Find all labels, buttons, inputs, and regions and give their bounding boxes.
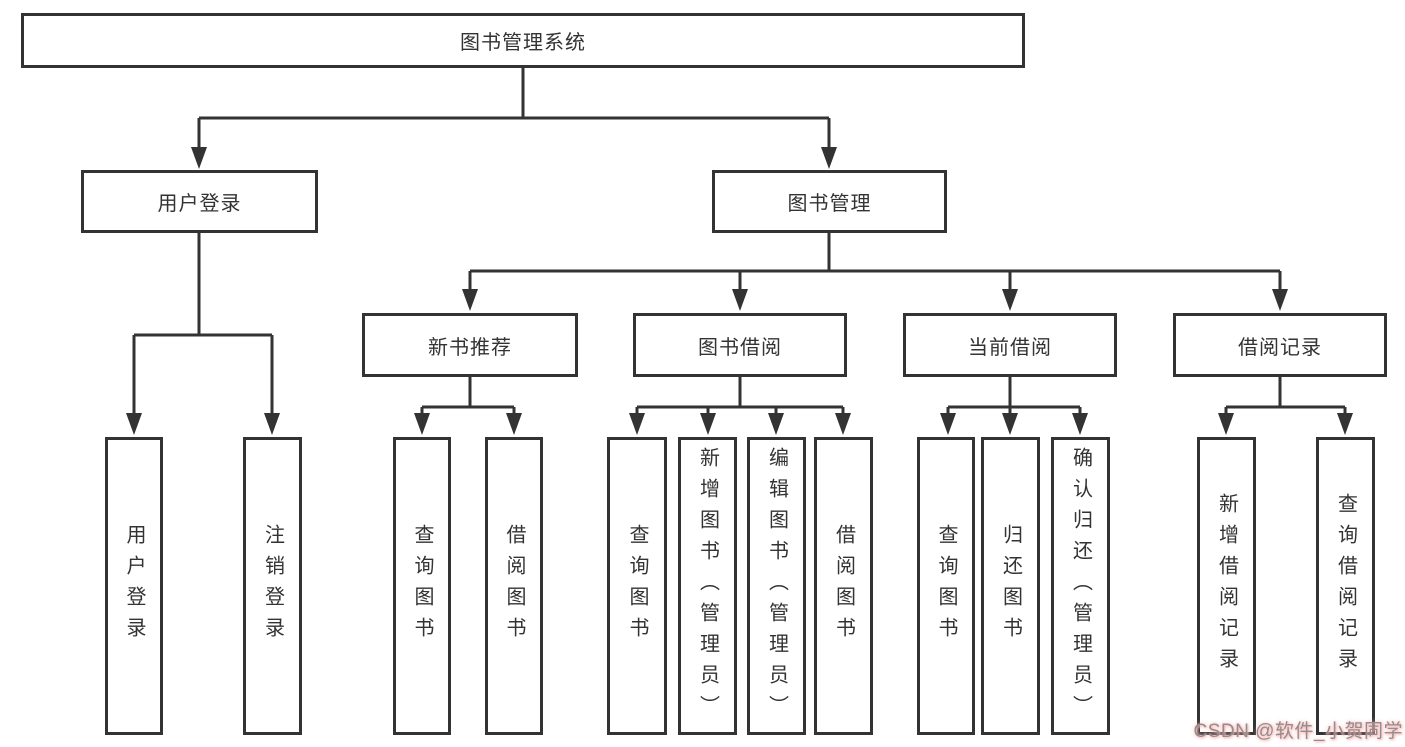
node-root-label: 图书管理系统 [460,32,586,54]
csdn-watermark: CSDN @软件_小贺同学 [1193,721,1403,742]
node-current-borrow-label: 当前借阅 [968,336,1052,359]
leaf-borrow-search-book: 查询图书 [607,437,667,735]
leaf-borrow-search-book-label: 查询图书 [626,524,648,648]
leaf-user-login: 用户登录 [105,437,163,735]
leaf-current-search-book: 查询图书 [917,437,975,735]
leaf-current-return-book-label: 归还图书 [999,524,1022,648]
arrowheads [126,147,1353,435]
leaf-recommend-borrow-book-label: 借阅图书 [503,524,525,648]
leaf-records-search-record-label: 查询借阅记录 [1334,493,1357,679]
node-user-login: 用户登录 [81,170,318,233]
node-root: 图书管理系统 [21,13,1025,68]
node-current-borrow: 当前借阅 [903,313,1117,377]
node-book-management: 图书管理 [712,170,947,233]
leaf-current-search-book-label: 查询图书 [935,524,957,648]
node-book-management-label: 图书管理 [787,193,872,215]
leaf-borrow-edit-book: 编辑图书（管理员） [747,437,806,735]
leaf-records-add-record-label: 新增借阅记录 [1215,493,1238,679]
leaf-records-search-record: 查询借阅记录 [1316,437,1375,735]
leaf-logout-label: 注销登录 [261,524,284,648]
leaf-borrow-edit-book-label: 编辑图书（管理员） [765,446,788,726]
leaf-recommend-search-book-label: 查询图书 [411,524,433,648]
leaf-user-login-label: 用户登录 [123,524,145,648]
node-borrow-records-label: 借阅记录 [1238,336,1322,359]
node-user-login-label: 用户登录 [157,193,242,215]
leaf-borrow-add-book: 新增图书（管理员） [678,437,737,735]
leaf-logout: 注销登录 [243,437,302,735]
leaf-current-confirm-return-label: 确认归还（管理员） [1069,446,1092,726]
leaf-borrow-add-book-label: 新增图书（管理员） [696,446,719,726]
node-new-book-recommend: 新书推荐 [362,313,578,377]
leaf-recommend-borrow-book: 借阅图书 [485,437,543,735]
node-borrow-records: 借阅记录 [1173,313,1387,377]
leaf-borrow-borrow-book: 借阅图书 [814,437,873,735]
node-new-book-recommend-label: 新书推荐 [428,336,512,359]
node-book-borrow-label: 图书借阅 [698,336,782,359]
node-book-borrow: 图书借阅 [633,313,847,377]
leaf-current-confirm-return: 确认归还（管理员） [1051,437,1110,735]
leaf-borrow-borrow-book-label: 借阅图书 [832,524,855,648]
connector-lines [132,68,1347,418]
leaf-recommend-search-book: 查询图书 [393,437,451,735]
leaf-current-return-book: 归还图书 [981,437,1040,735]
leaf-records-add-record: 新增借阅记录 [1197,437,1256,735]
